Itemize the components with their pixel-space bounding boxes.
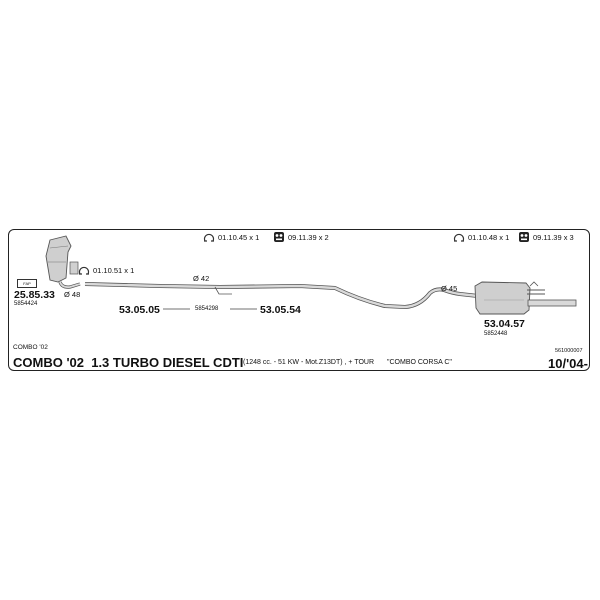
rubber-mount-icon <box>519 232 529 242</box>
hardware-clamp-front: 01.10.51 x 1 <box>78 264 134 276</box>
hardware-label-clamp-front: 01.10.51 x 1 <box>93 265 135 275</box>
hardware-clamp-mid: 01.10.45 x 1 <box>203 231 259 243</box>
engine-spec: (1248 cc. - 51 KW - Mot.Z13DT) , + TOUR <box>243 359 375 366</box>
hardware-clamp-rear: 01.10.48 x 1 <box>453 231 509 243</box>
hardware-label-mount-mid: 09.11.39 x 2 <box>288 232 329 242</box>
catalytic-converter <box>45 235 81 289</box>
rubber-mount-icon <box>274 232 284 242</box>
diameter-label-1: Ø 48 <box>64 290 81 299</box>
vehicle-title: COMBO '02 1.3 TURBO DIESEL CDTI <box>13 355 244 370</box>
hardware-mount-mid: 09.11.39 x 2 <box>273 231 329 243</box>
production-date: 10/'04- <box>548 356 588 371</box>
hardware-mount-rear: 09.11.39 x 3 <box>518 231 574 243</box>
part-ref-center-pipe: 5854298 <box>195 306 219 312</box>
fap-badge: FAP <box>17 279 37 288</box>
clamp-icon <box>203 233 215 242</box>
diameter-label-3: Ø 45 <box>441 284 458 293</box>
clamp-icon <box>78 266 90 275</box>
diameter-label-2: Ø 42 <box>193 274 210 283</box>
hardware-label-clamp-rear: 01.10.48 x 1 <box>468 232 510 242</box>
part-ref-rear-silencer: 5852448 <box>484 331 508 337</box>
model-small-label: COMBO '02 <box>13 344 48 351</box>
diagram-number: 561000007 <box>555 348 583 354</box>
part-ref-catalyst: 5854424 <box>14 301 38 307</box>
part-code-center-pipe: 53.05.54 <box>260 304 301 316</box>
hardware-label-clamp-mid: 01.10.45 x 1 <box>218 232 260 242</box>
hardware-label-mount-rear: 09.11.39 x 3 <box>533 232 574 242</box>
part-code-front-pipe: 53.05.05 <box>119 304 160 316</box>
variant-label: "COMBO CORSA C" <box>387 359 452 366</box>
rear-silencer <box>474 281 577 315</box>
exhaust-pipe <box>84 282 479 309</box>
clamp-icon <box>453 233 465 242</box>
part-code-catalyst: 25.85.33 <box>14 289 55 301</box>
part-code-rear-silencer: 53.04.57 <box>484 318 525 330</box>
